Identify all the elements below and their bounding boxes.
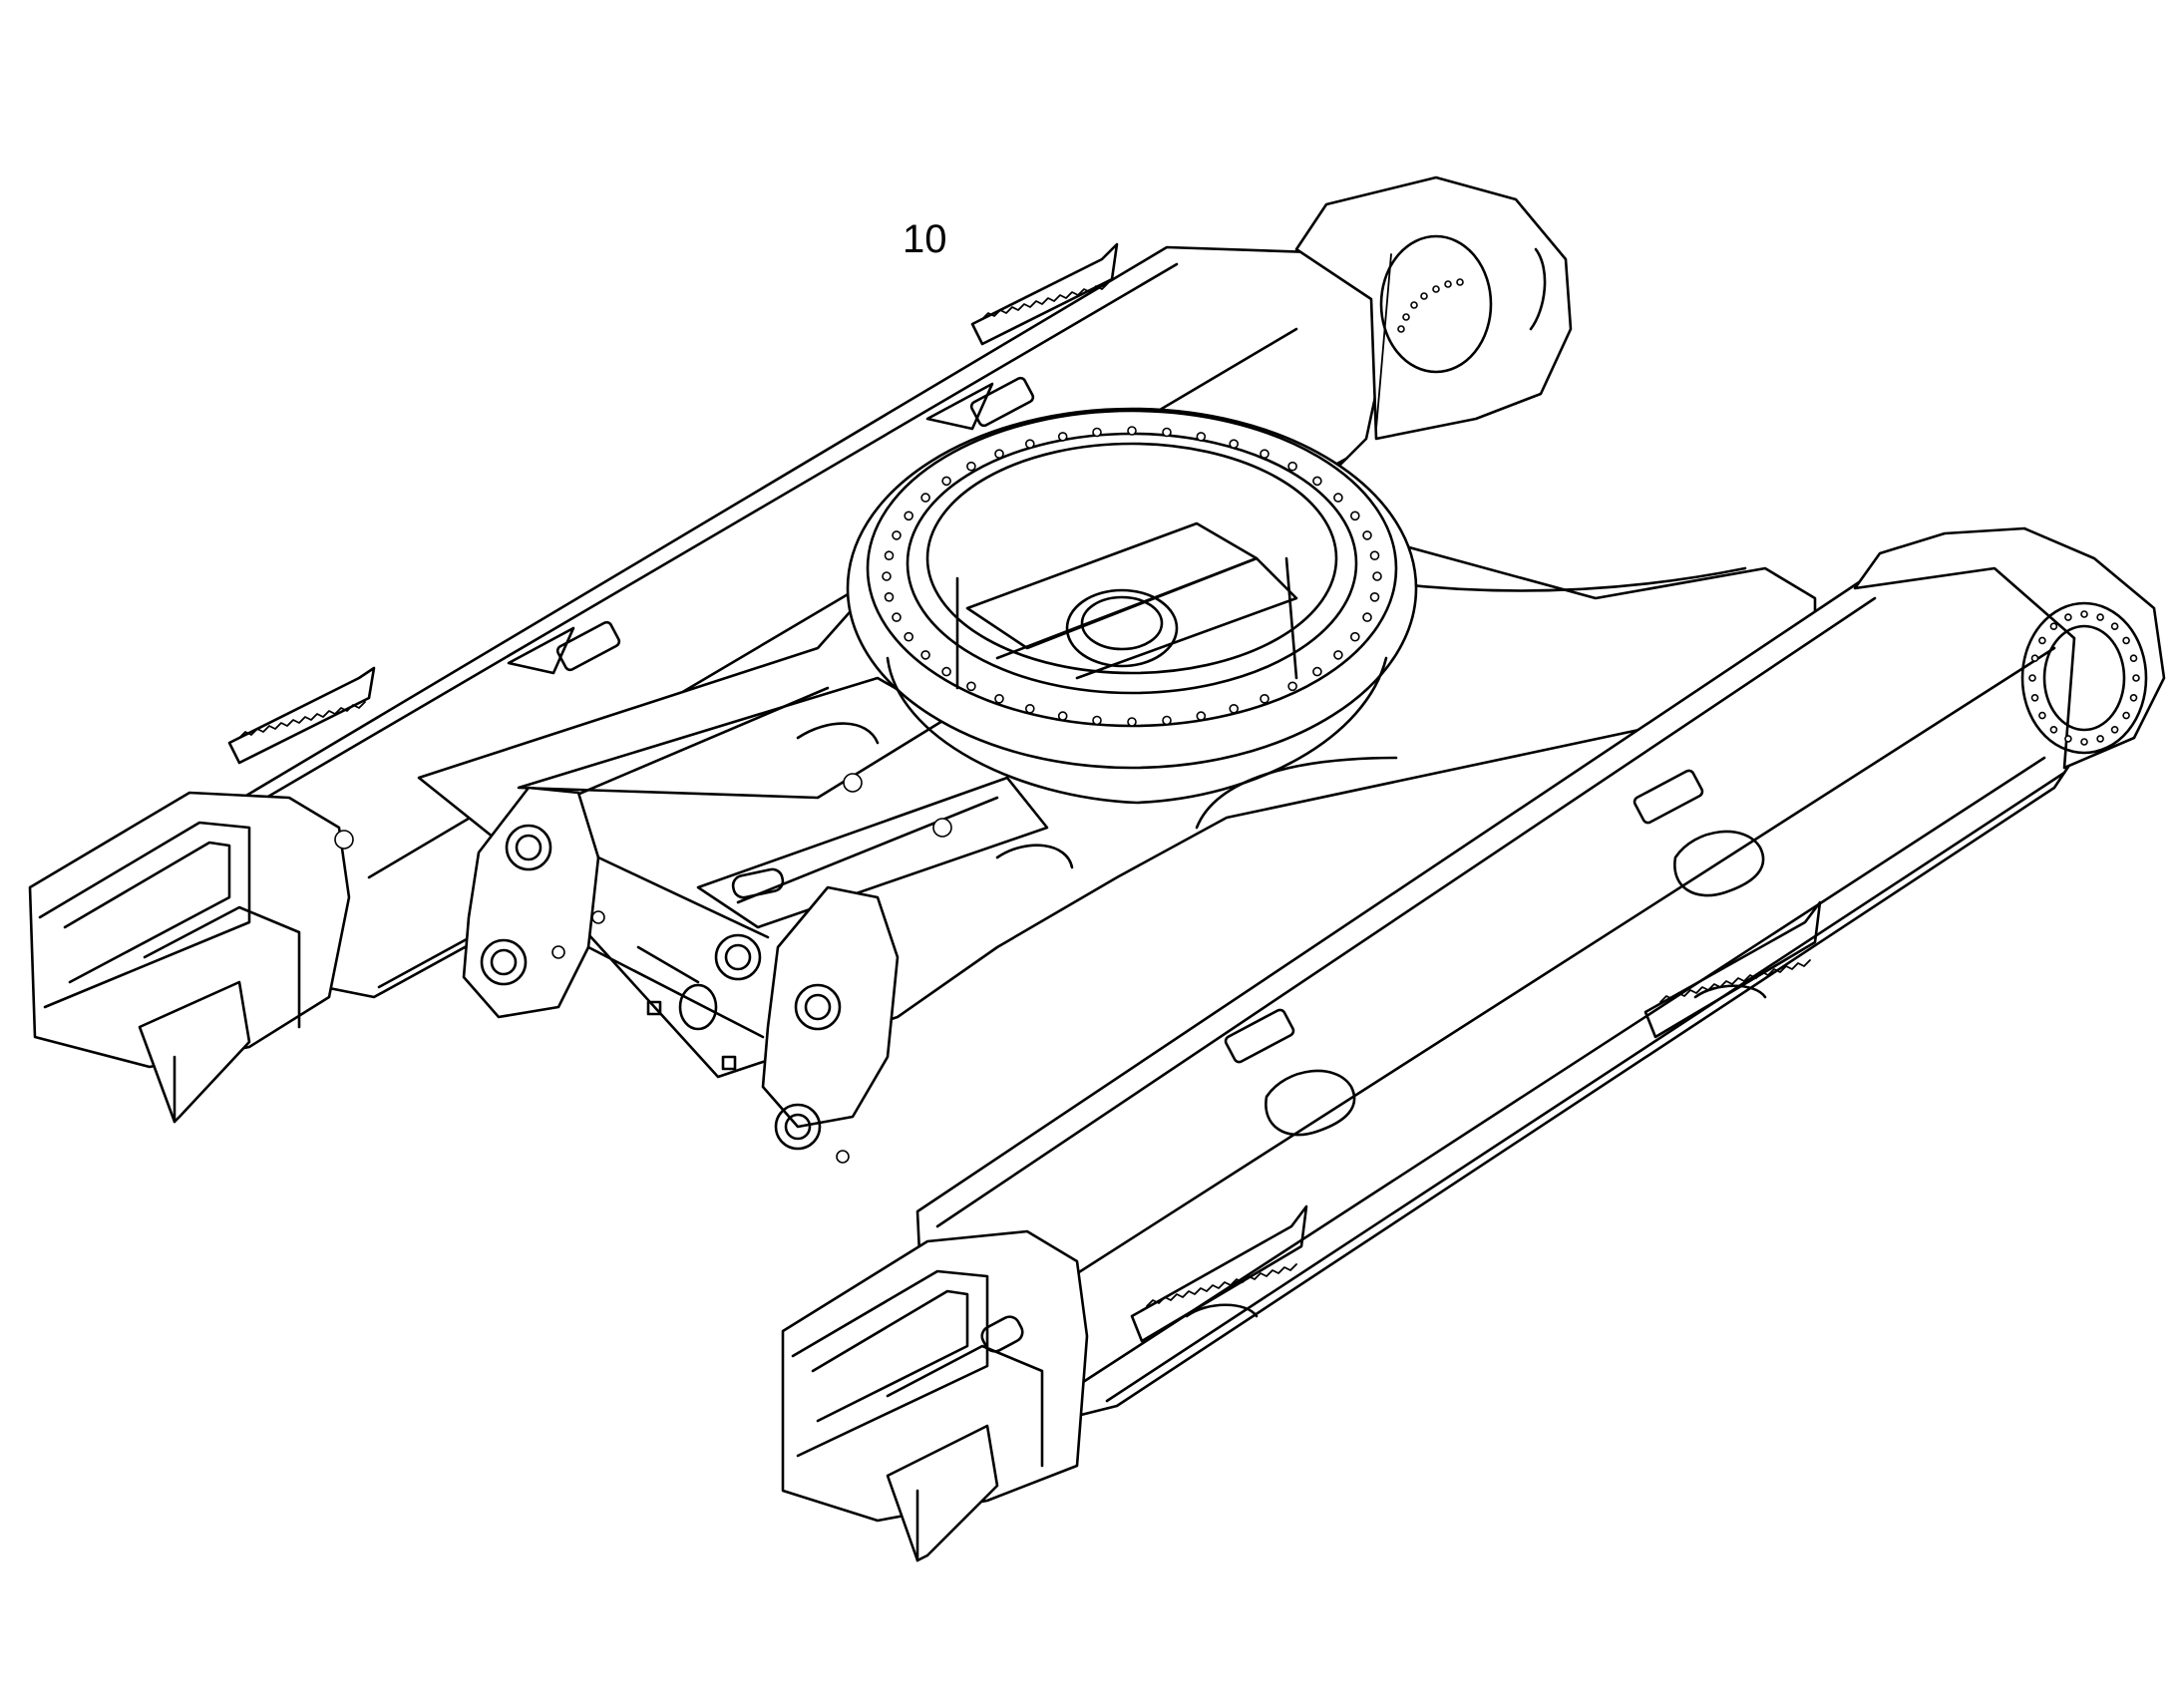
ring-bolt-hole	[1092, 427, 1102, 438]
ring-bolt-hole	[1092, 715, 1102, 726]
ring-bolt-hole	[904, 631, 914, 642]
ring-bolt-hole	[1057, 432, 1068, 442]
track-guard-left-2	[970, 242, 1119, 346]
idler-bolt-hole	[2096, 735, 2104, 743]
ring-bolt-hole	[1229, 703, 1239, 714]
track-guard-right-1	[1643, 900, 1822, 1039]
callout-label-10: 10	[903, 217, 947, 261]
ring-bolt-hole	[966, 461, 976, 472]
ring-bolt-hole	[1312, 476, 1322, 487]
idler-bolt-hole	[2096, 613, 2104, 621]
ring-bolt-hole	[1260, 693, 1270, 704]
ring-bolt-hole	[892, 612, 902, 622]
ring-bolt-hole	[1350, 511, 1360, 521]
idler-bolt-hole	[2038, 711, 2046, 720]
idler-bolt-hole	[2110, 725, 2119, 734]
ring-bolt-hole	[1369, 591, 1380, 602]
ring-bolt-hole	[1350, 631, 1360, 642]
track-guard-right-2	[1130, 1204, 1308, 1343]
ring-bolt-hole	[1057, 711, 1068, 721]
ring-bolt-hole	[920, 493, 930, 503]
ring-bolt-hole	[1369, 550, 1380, 561]
ring-bolt-hole	[966, 681, 976, 692]
idler-bolt-hole	[2049, 622, 2058, 631]
idler-bolt-hole	[2122, 711, 2130, 720]
idler-bolt-hole	[2110, 622, 2119, 631]
ring-bolt-hole	[1260, 449, 1270, 460]
ring-bolt-hole	[994, 449, 1004, 460]
right-track-frame	[781, 526, 2166, 1562]
idler-bolt-hole	[2064, 613, 2072, 621]
idler-bolt-hole	[2122, 636, 2130, 645]
ring-bolt-hole	[1127, 426, 1137, 436]
ring-bolt-hole	[1025, 439, 1035, 450]
ring-bolt-hole	[1162, 715, 1172, 726]
idler-bolt-hole	[2064, 735, 2072, 743]
ring-bolt-hole	[904, 511, 914, 521]
ring-bolt-hole	[941, 476, 951, 487]
ring-bolt-hole	[1287, 681, 1297, 692]
ring-bolt-hole	[1333, 493, 1343, 503]
idler-bolt-hole	[2030, 654, 2039, 663]
ring-bolt-hole	[994, 693, 1004, 704]
swing-bearing-ring	[846, 407, 1418, 805]
idler-bolt-ring-left	[1397, 278, 1464, 333]
ring-bolt-hole	[884, 550, 895, 561]
ring-bolt-hole	[1229, 439, 1239, 450]
idler-bolt-hole	[2038, 636, 2046, 645]
ring-bolt-hole	[1287, 461, 1297, 472]
ring-bolt-hole	[1025, 703, 1035, 714]
ring-bolt-hole	[920, 650, 930, 660]
ring-bolt-hole	[1196, 432, 1207, 442]
ring-bolt-hole	[1162, 427, 1172, 438]
front-pivot-brackets	[462, 786, 900, 1164]
track-guard-left-1	[227, 666, 376, 765]
ring-bolt-hole	[1312, 666, 1322, 677]
idler-bolt-hole	[2080, 738, 2088, 746]
idler-bolt-hole	[2129, 654, 2138, 663]
idler-bolt-hole	[2030, 693, 2039, 702]
idler-bolt-hole	[2080, 610, 2088, 618]
ring-bolt-hole	[1333, 650, 1343, 660]
ring-bolt-hole	[941, 666, 951, 677]
idler-bolt-hole	[2028, 674, 2036, 682]
idler-bolt-hole	[2129, 693, 2138, 702]
ring-bolt-hole	[1362, 530, 1372, 540]
ring-bolt-hole	[882, 571, 892, 581]
ring-bolt-hole	[884, 591, 895, 602]
ring-bolt-hole	[1362, 612, 1372, 622]
ring-bolt-hole	[892, 530, 902, 540]
ring-bolt-holes	[882, 426, 1382, 727]
ring-bolt-hole	[1372, 571, 1382, 581]
idler-bolt-ring-right	[2028, 610, 2140, 746]
idler-bolt-hole	[2132, 674, 2140, 682]
ring-bolt-hole	[1127, 717, 1137, 727]
ring-bolt-hole	[1196, 711, 1207, 721]
idler-bolt-hole	[2049, 725, 2058, 734]
